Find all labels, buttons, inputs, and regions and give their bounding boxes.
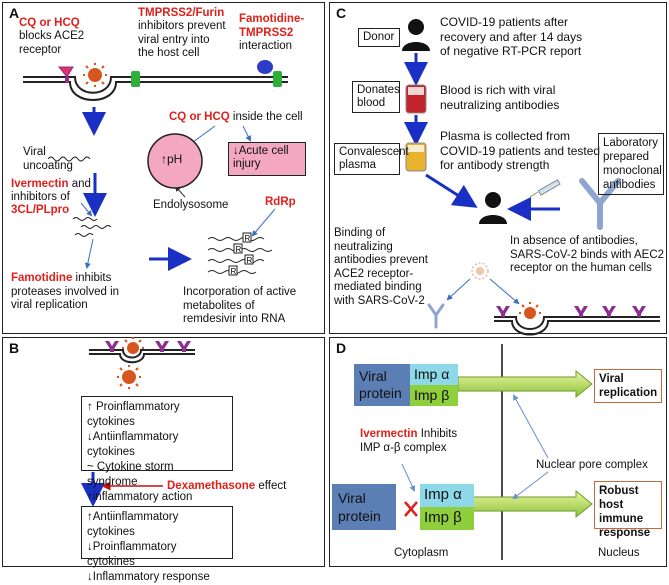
- tmprss2-marker-icon: [131, 71, 140, 87]
- tmprss2-furin-label: TMPRSS2/Furin: [138, 7, 225, 19]
- endolysosome-label: Endolysosome: [153, 199, 229, 211]
- cell-membrane: [494, 316, 660, 336]
- ace2-receptor-icon: [496, 306, 646, 317]
- famotidine-tmprss2-label: Famotidine- TMPRSS2: [239, 13, 305, 39]
- immune-response-box: Robust host immune response: [594, 481, 662, 539]
- remdesivir-r-label: R: [245, 234, 251, 243]
- acute-injury-box: ↓Acute cell injury: [228, 142, 306, 176]
- virus-icon: [83, 63, 107, 87]
- famotidine-text: Famotidine inhibits proteases involved i…: [11, 272, 120, 311]
- cq-hcq-label: CQ or HCQ: [19, 17, 80, 29]
- arrow-endolysosome: [174, 185, 186, 198]
- arrow-famotidine: [84, 238, 94, 269]
- imp-beta-box-1: Imp β: [410, 385, 458, 406]
- inhibitors-entry-text: inhibitors prevent viral entry into the …: [138, 20, 226, 59]
- panel-c: C: [329, 2, 667, 336]
- dexamethasone-text: Dexamethasone effect: [167, 480, 287, 492]
- plasma-bag-icon: [405, 142, 427, 172]
- viral-replication-box: Viral replication: [594, 369, 662, 403]
- arrow-to-injury: [242, 125, 251, 142]
- famotidine-blob-icon: [257, 60, 273, 74]
- blood-bag-icon: [405, 84, 427, 114]
- remdesivir-r-label: R: [231, 267, 237, 276]
- antibody-icon: [579, 178, 621, 230]
- nuclear-pore-text: Nuclear pore complex: [536, 459, 648, 471]
- viral-protein-box-1: Viral protein: [354, 364, 410, 406]
- cytoplasm-label: Cytoplasm: [394, 547, 449, 559]
- transport-arrow-1: [457, 369, 593, 399]
- cq-inside-cell-text: CQ or HCQ inside the cell: [169, 111, 303, 123]
- lab-antibodies-box: Laboratory prepared monoclonal antibodie…: [598, 133, 664, 195]
- viral-protein-box-2: Viral protein: [332, 484, 396, 530]
- donor-text: COVID-19 patients after recovery and aft…: [440, 15, 583, 58]
- inflammation-box: ↑ Proinflammatory cytokines ↓Antiinflamm…: [81, 396, 233, 503]
- arrow-pore-1: [513, 394, 549, 459]
- plasma-text: Plasma is collected from COVID-19 patien…: [440, 129, 601, 172]
- imp-beta-box-2: Imp β: [420, 507, 474, 530]
- arrow-to-antibody: [446, 278, 471, 301]
- panel-label-d: D: [336, 340, 347, 356]
- inhibit-x-icon: [404, 501, 418, 517]
- virus-icon: [117, 365, 141, 389]
- syringe-icon: [529, 179, 561, 198]
- panel-a: A: [2, 2, 325, 334]
- panel-b: B: [2, 337, 325, 583]
- cell-membrane: [23, 76, 288, 101]
- cell-membrane: [89, 349, 195, 364]
- rna-fragments: [72, 217, 112, 237]
- binding-text: Binding of neutralizing antibodies preve…: [334, 227, 428, 307]
- panel-c-graphics: [402, 19, 660, 336]
- arrow-c-3: [425, 173, 478, 208]
- virus-icon: [471, 262, 489, 280]
- panel-label-b: B: [9, 340, 20, 356]
- ivermectin-d-text: Ivermectin Inhibits IMP α-β complex: [360, 428, 458, 454]
- nucleus-label: Nucleus: [598, 547, 640, 559]
- viral-uncoating-text: Viral uncoating: [23, 146, 73, 172]
- donor-box: Donor: [358, 28, 400, 47]
- person-icon: [402, 19, 430, 51]
- arrow-to-receptor: [489, 278, 520, 305]
- clpro-label: 3CL/PLpro: [11, 204, 70, 216]
- anti-inflammation-box: ↑Antiinflammatory cytokines ↓Proinflamma…: [81, 506, 233, 583]
- imp-alpha-box-2: Imp α: [420, 484, 474, 507]
- blocks-ace2-text: blocks ACE2 receptor: [19, 30, 85, 56]
- transport-arrow-2: [457, 489, 593, 519]
- tmprss2-marker-icon: [273, 71, 282, 87]
- imp-alpha-box-1: Imp α: [410, 364, 458, 385]
- donates-blood-box: Donates blood: [352, 81, 400, 113]
- panel-label-c: C: [336, 5, 347, 21]
- ace2-receptor-icon: [105, 341, 191, 352]
- incorporation-text: Incorporation of active metabolites of r…: [183, 286, 297, 325]
- ace2-receptor-icon: [57, 66, 74, 83]
- absence-text: In absence of antibodies, SARS-CoV-2 bin…: [510, 235, 665, 274]
- rna-strands-remdesivir: [207, 237, 273, 274]
- rna-strand: [47, 156, 91, 162]
- remdesivir-r-label: R: [236, 245, 242, 254]
- ph-label: ↑pH: [161, 152, 183, 166]
- arrow-rdrp: [251, 208, 276, 237]
- ph-circle: [147, 133, 203, 189]
- panel-b-graphics: [81, 337, 195, 507]
- panel-d-graphics: [401, 344, 593, 560]
- rdrp-label: RdRp: [265, 196, 296, 208]
- interaction-text: interaction: [239, 40, 293, 52]
- virus-icon: [519, 302, 541, 319]
- convalescent-plasma-box: Convalescent plasma: [334, 143, 409, 175]
- person-icon: [479, 192, 507, 224]
- panel-label-a: A: [9, 5, 20, 21]
- arrow-ivermectin: [80, 202, 93, 217]
- arrow-ivermectin-down: [401, 463, 416, 492]
- blood-text: Blood is rich with viral neutralizing an…: [440, 83, 560, 112]
- panel-d: D Viral protein Imp α Imp β Viral replic…: [329, 337, 667, 567]
- remdesivir-r-label: R: [247, 256, 253, 265]
- ivermectin-line: Ivermectin and: [11, 178, 91, 190]
- inhibitors-of-text: inhibitors of: [11, 191, 70, 203]
- virus-icon: [122, 337, 144, 354]
- arrow-pore-2: [512, 471, 549, 500]
- small-antibody-icon: [427, 303, 445, 329]
